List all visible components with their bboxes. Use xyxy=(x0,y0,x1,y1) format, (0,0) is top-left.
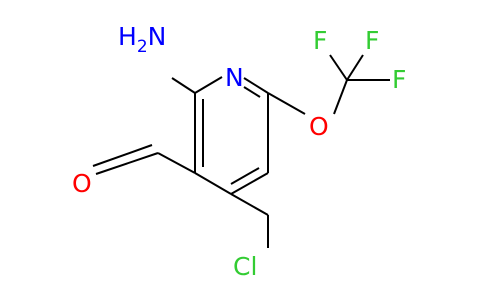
bond-cf3-f-right xyxy=(346,54,364,81)
bond-c5-c4 xyxy=(230,172,269,195)
bond-c5-ch2 xyxy=(230,193,269,216)
bond-c6-o xyxy=(267,92,306,115)
bond-n1-c6-inner xyxy=(243,86,261,98)
aldehyde-oxygen-label: O xyxy=(72,169,92,198)
fluorine-right-label: F xyxy=(365,26,379,55)
amino-group-label: H2N xyxy=(118,22,166,57)
bond-c2-amino xyxy=(171,77,196,94)
bond-c3-cho xyxy=(157,152,196,174)
bond-c4-c3 xyxy=(194,172,232,195)
bond-cho-o-inner xyxy=(92,144,153,167)
bond-cf3-f-left xyxy=(329,54,348,81)
ether-oxygen-label: O xyxy=(309,112,329,141)
bond-n1-c6 xyxy=(243,77,269,94)
bond-o-cf3 xyxy=(333,79,348,115)
chlorine-label: Cl xyxy=(233,252,257,281)
bond-cho-o xyxy=(95,152,159,175)
ring-nitrogen-label: N xyxy=(225,63,244,92)
bond-c2-n1 xyxy=(194,76,223,94)
fluorine-left-label: F xyxy=(313,26,327,55)
fluorine-lower-label: F xyxy=(392,65,406,94)
bond-c5-c4-inner xyxy=(230,167,260,185)
